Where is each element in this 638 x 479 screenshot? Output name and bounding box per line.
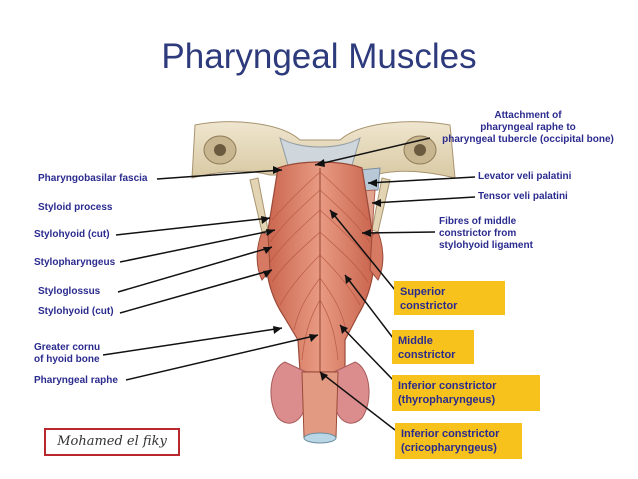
box-superior-constrictor: Superior constrictor <box>394 281 505 315</box>
label-pharyngeal-raphe: Pharyngeal raphe <box>34 375 118 386</box>
muscle-fibres <box>269 168 371 372</box>
label-fibres-line2: constrictor from <box>439 228 517 239</box>
thyroid-lobe-left <box>270 361 307 424</box>
box-crico-line1: Inferior constrictor <box>401 428 500 440</box>
label-fibres-line3: stylohyoid ligament <box>439 240 533 251</box>
box-middle-constrictor: Middle constrictor <box>392 330 474 364</box>
label-greater-cornu-line2: of hyoid bone <box>34 354 100 365</box>
leader-arrowheads <box>261 159 381 381</box>
box-thyro-line1: Inferior constrictor <box>398 380 497 392</box>
page-title: Pharyngeal Muscles <box>161 37 477 76</box>
label-attachment-line3: pharyngeal tubercle (occipital bone) <box>442 134 614 145</box>
box-superior-line2: constrictor <box>400 300 458 312</box>
author-signature: Mohamed el fiky <box>44 428 180 456</box>
box-superior-line1: Superior <box>400 286 446 298</box>
label-stylohyoid-cut-lower: Stylohyoid (cut) <box>38 306 114 317</box>
stylopharyngeus-right-muscle <box>369 231 384 281</box>
label-fibres-middle-constrictor: Fibres of middle constrictor from styloh… <box>439 216 533 252</box>
box-middle-line1: Middle <box>398 335 433 347</box>
label-attachment-line1: Attachment of <box>494 110 562 121</box>
box-inferior-thyropharyngeus: Inferior constrictor (thyropharyngeus) <box>392 375 540 411</box>
label-attachment-line2: pharyngeal raphe to <box>480 122 576 133</box>
label-styloglossus: Styloglossus <box>38 286 101 297</box>
leader-lines <box>102 137 476 431</box>
label-greater-cornu-line1: Greater cornu <box>34 342 101 353</box>
esophagus-lumen <box>303 432 337 444</box>
label-levator-veli-palatini: Levator veli palatini <box>478 171 572 182</box>
box-thyro-line2: (thyropharyngeus) <box>398 394 496 406</box>
box-middle-line2: constrictor <box>398 349 456 361</box>
label-pharyngobasilar-fascia: Pharyngobasilar fascia <box>38 173 148 184</box>
label-attachment: Attachment of pharyngeal raphe to pharyn… <box>428 110 628 146</box>
label-styloid-process: Styloid process <box>38 202 113 213</box>
label-fibres-line1: Fibres of middle <box>439 216 517 227</box>
label-stylohyoid-cut-upper: Stylohyoid (cut) <box>34 229 110 240</box>
label-stylopharyngeus: Stylopharyngeus <box>34 257 116 268</box>
label-greater-cornu: Greater cornu of hyoid bone <box>34 342 100 366</box>
thyroid-lobe-right <box>333 361 370 424</box>
box-inferior-cricopharyngeus: Inferior constrictor (cricopharyngeus) <box>395 423 522 459</box>
label-tensor-veli-palatini: Tensor veli palatini <box>478 191 568 202</box>
box-crico-line2: (cricopharyngeus) <box>401 442 497 454</box>
